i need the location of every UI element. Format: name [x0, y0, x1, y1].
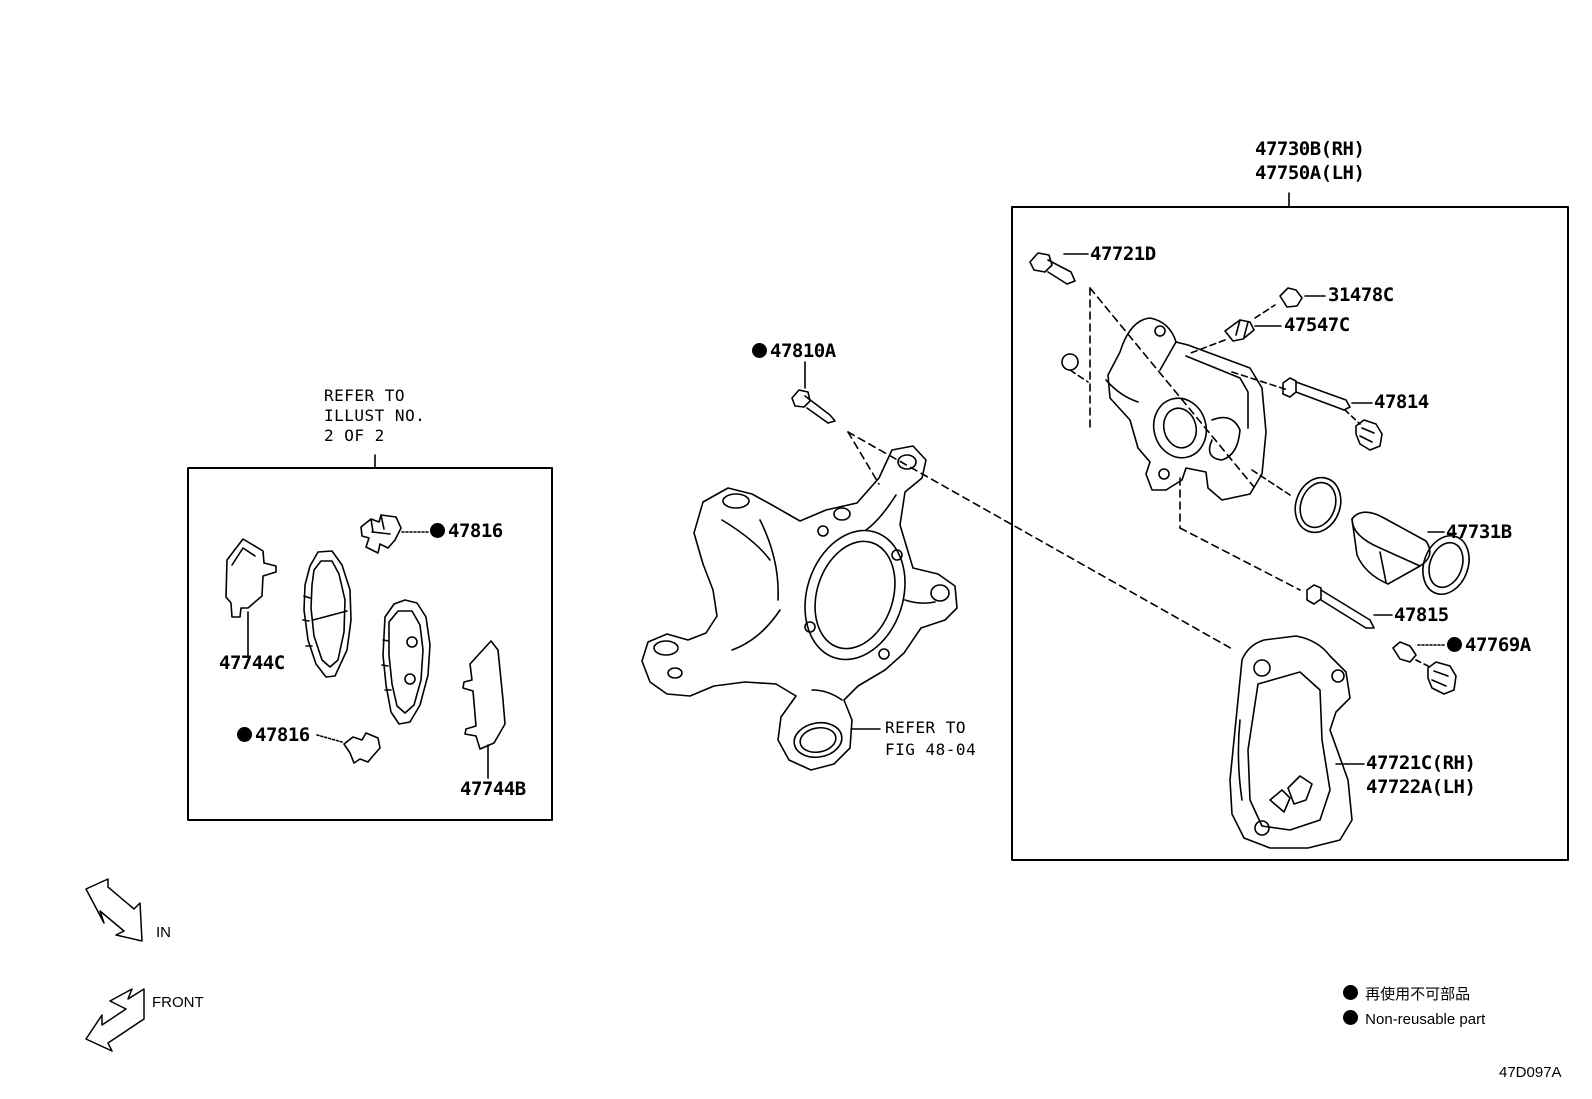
pad-outer-drawing: [382, 600, 430, 724]
part-label-pin-lower: 47815: [1394, 604, 1449, 626]
refer-note-line-2: ILLUST NO.: [324, 406, 426, 425]
cap-drawing: [1280, 288, 1325, 307]
bolt-47721D-drawing: [1030, 253, 1088, 284]
bushing-drawing: [1393, 642, 1456, 694]
non-reusable-dot-icon: [1343, 985, 1358, 1000]
diagram-id: 47D097A: [1499, 1064, 1562, 1081]
bleeder-drawing: [1225, 320, 1281, 341]
assembly-label-lh: 47750A(LH): [1255, 162, 1365, 184]
assembly-label-rh: 47730B(RH): [1255, 138, 1365, 160]
shim-left-drawing: [226, 539, 276, 655]
part-label-piston: 47731B: [1446, 521, 1512, 543]
legend-en: Non-reusable part: [1343, 1010, 1485, 1029]
in-arrow-icon: [82, 875, 152, 945]
bolt-47810A-drawing: [792, 362, 835, 423]
front-arrow-icon: [82, 985, 152, 1055]
knuckle-to-support-dash: [848, 432, 1234, 650]
knuckle-refer-line-2: FIG 48-04: [885, 740, 977, 759]
pin-lower-drawing: [1307, 585, 1392, 628]
part-label-bolt-47810A: 47810A: [752, 340, 836, 363]
shim-right-drawing: [463, 641, 505, 778]
part-label-support-lh: 47722A(LH): [1366, 776, 1476, 798]
caliper-body-drawing: [1062, 318, 1266, 500]
part-label-support-rh: 47721C(RH): [1366, 752, 1476, 774]
knuckle-refer-line-1: REFER TO: [885, 718, 967, 737]
dust-boot-drawing: [1415, 529, 1477, 600]
bolt-dash-1: [848, 432, 879, 484]
support-bracket-drawing: [1230, 636, 1352, 848]
pad-inner-drawing: [303, 551, 351, 677]
part-label-cap: 31478C: [1328, 284, 1394, 306]
non-reusable-dot-icon: [237, 727, 252, 742]
part-label-pin-upper: 47814: [1374, 391, 1429, 413]
in-label: IN: [156, 924, 171, 941]
part-label-clip-upper: 47816: [430, 520, 503, 543]
part-label-shim-right: 47744B: [460, 778, 526, 800]
pin-upper-drawing: [1283, 378, 1382, 450]
refer-note-line-1: REFER TO: [324, 386, 406, 405]
non-reusable-dot-icon: [430, 523, 445, 538]
seal-ring-drawing: [1288, 471, 1348, 539]
non-reusable-dot-icon: [1343, 1010, 1358, 1025]
part-label-bleeder: 47547C: [1284, 314, 1350, 336]
pad-kit-box: [188, 468, 552, 820]
part-label-clip-lower: 47816: [237, 724, 310, 747]
refer-note-line-3: 2 OF 2: [324, 426, 385, 445]
part-label-shim-left: 47744C: [219, 652, 285, 674]
legend-jp: 再使用不可部品: [1343, 985, 1470, 1004]
part-label-bolt-47721D: 47721D: [1090, 243, 1156, 265]
part-label-bushing: 47769A: [1447, 634, 1531, 657]
clip-upper-drawing: [361, 515, 430, 553]
knuckle-drawing: [642, 446, 957, 770]
clip-lower-drawing: [317, 733, 380, 763]
piston-drawing: [1352, 512, 1430, 584]
non-reusable-dot-icon: [1447, 637, 1462, 652]
non-reusable-dot-icon: [752, 343, 767, 358]
front-label: FRONT: [152, 994, 204, 1011]
caliper-box: [1012, 207, 1568, 860]
